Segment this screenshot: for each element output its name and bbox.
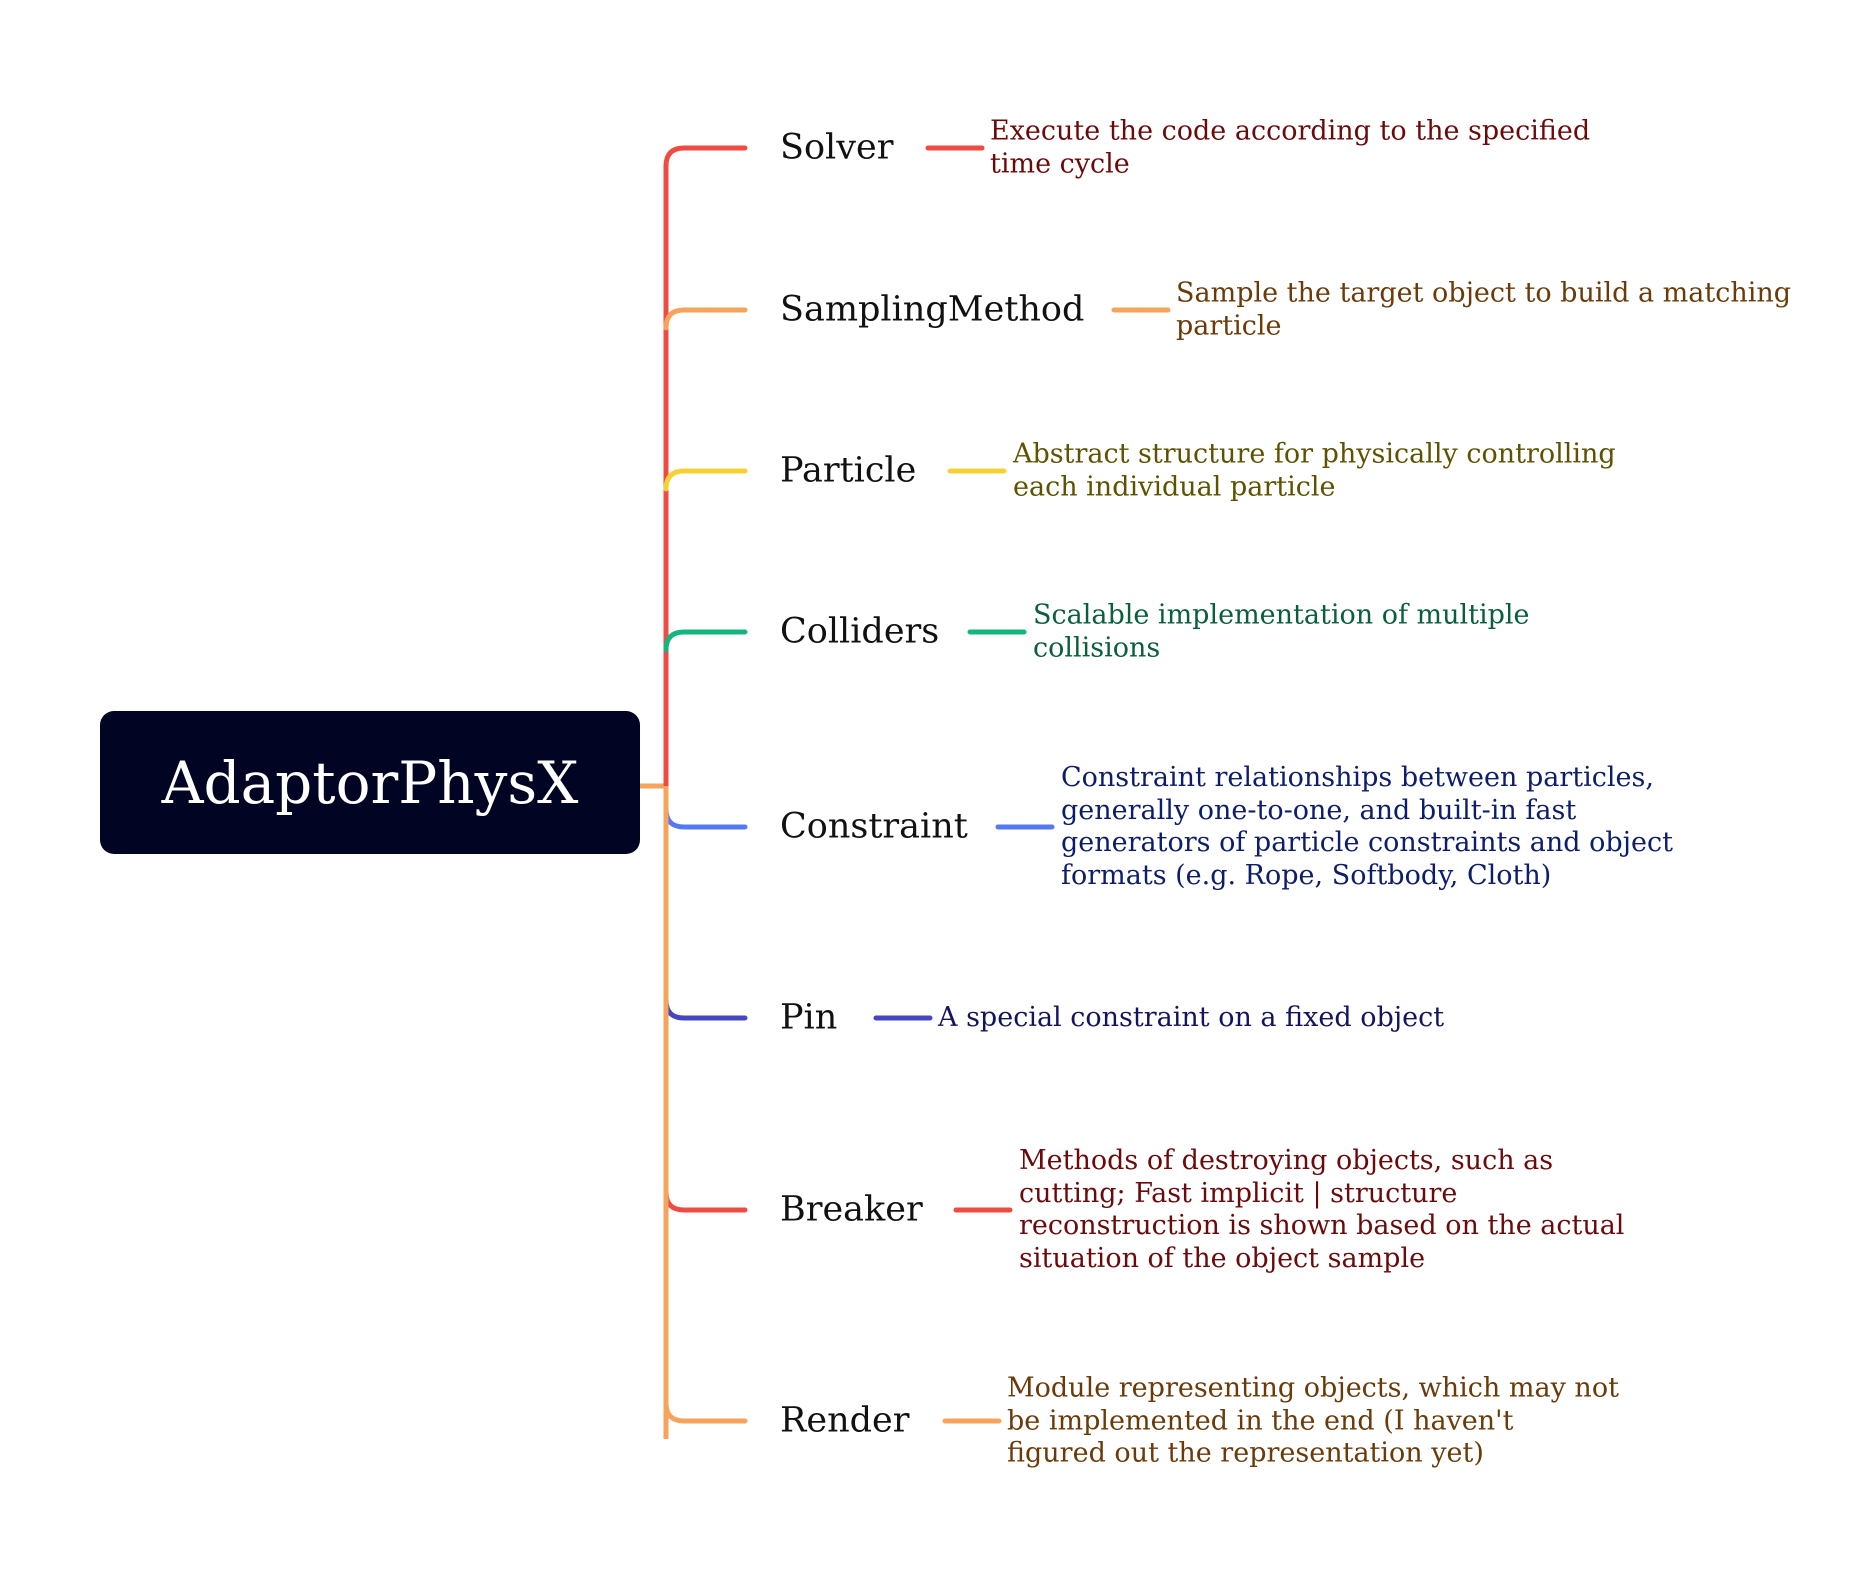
branch-connector-constraint bbox=[663, 806, 748, 830]
root-label: AdaptorPhysX bbox=[161, 748, 579, 817]
branch-description-pin: A special constraint on a fixed object bbox=[938, 1001, 1445, 1033]
branch-label-colliders[interactable]: Colliders bbox=[780, 611, 940, 652]
branch-description-colliders: Scalable implementation of multiple coll… bbox=[1033, 599, 1530, 664]
branch-description-breaker: Methods of destroying objects, such as c… bbox=[1019, 1145, 1625, 1274]
branch-label-solver[interactable]: Solver bbox=[780, 127, 894, 168]
branch-connector-render bbox=[663, 1400, 748, 1424]
branch-connector-sampling-method bbox=[663, 307, 748, 331]
branch-label-sampling-method[interactable]: SamplingMethod bbox=[780, 289, 1085, 330]
branch-label-breaker[interactable]: Breaker bbox=[780, 1189, 923, 1230]
branch-label-particle[interactable]: Particle bbox=[780, 450, 917, 491]
branch-connector-pin bbox=[663, 997, 748, 1021]
root-node[interactable]: AdaptorPhysX bbox=[100, 711, 640, 854]
branch-description-render: Module representing objects, which may n… bbox=[1007, 1372, 1619, 1469]
branch-description-particle: Abstract structure for physically contro… bbox=[1013, 438, 1616, 503]
branch-label-pin[interactable]: Pin bbox=[780, 997, 838, 1038]
branch-label-render[interactable]: Render bbox=[780, 1400, 910, 1441]
branch-connector-breaker bbox=[663, 1189, 748, 1213]
branch-description-sampling-method: Sample the target object to build a matc… bbox=[1176, 277, 1792, 342]
branch-connector-colliders bbox=[663, 629, 748, 653]
branch-description-solver: Execute the code according to the specif… bbox=[990, 115, 1591, 180]
branch-connector-particle bbox=[663, 468, 748, 492]
branch-label-constraint[interactable]: Constraint bbox=[780, 806, 968, 847]
branch-description-constraint: Constraint relationships between particl… bbox=[1061, 762, 1674, 891]
branch-connector-solver bbox=[663, 145, 748, 789]
